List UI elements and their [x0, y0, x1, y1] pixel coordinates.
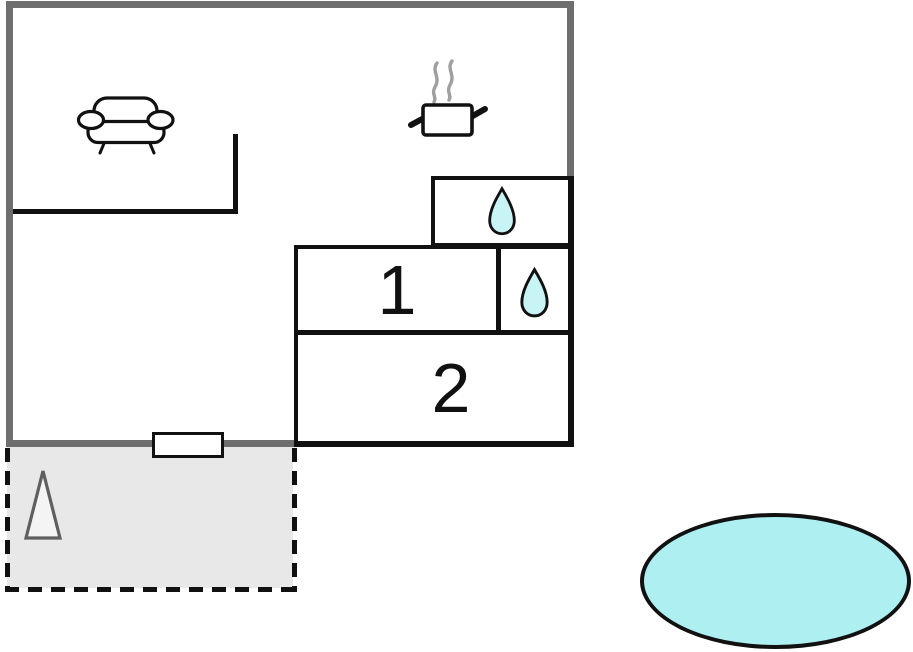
door [152, 432, 224, 458]
water-drop-icon [484, 185, 520, 238]
room-label-1: 1 [377, 250, 417, 329]
room-label-2: 2 [431, 349, 471, 427]
interior-wall-vertical [233, 134, 238, 214]
sofa-icon [76, 96, 175, 155]
tree-icon [23, 470, 63, 540]
cooking-pot-icon [408, 59, 488, 137]
interior-wall-horizontal [8, 209, 237, 214]
terrace-dashed-border-left [5, 448, 10, 592]
pool [640, 513, 911, 649]
sofa-armrest-left [76, 109, 106, 131]
steam-line-1 [431, 61, 439, 104]
terrace-dashed-border-right [292, 448, 297, 592]
room-bathroom-top [431, 176, 574, 247]
room-bedroom-1: 1 [294, 245, 500, 334]
tree-shape [23, 470, 63, 540]
sofa-seat [86, 119, 166, 145]
pot-body [421, 103, 474, 137]
sofa-armrest-right [146, 109, 175, 131]
room-bathroom-small [497, 245, 574, 334]
water-drop-icon [516, 266, 553, 320]
terrace-dashed-border-bottom [5, 587, 297, 592]
steam-line-2 [446, 59, 454, 102]
terrace-area [5, 446, 297, 592]
room-bedroom-2: 2 [294, 331, 574, 447]
